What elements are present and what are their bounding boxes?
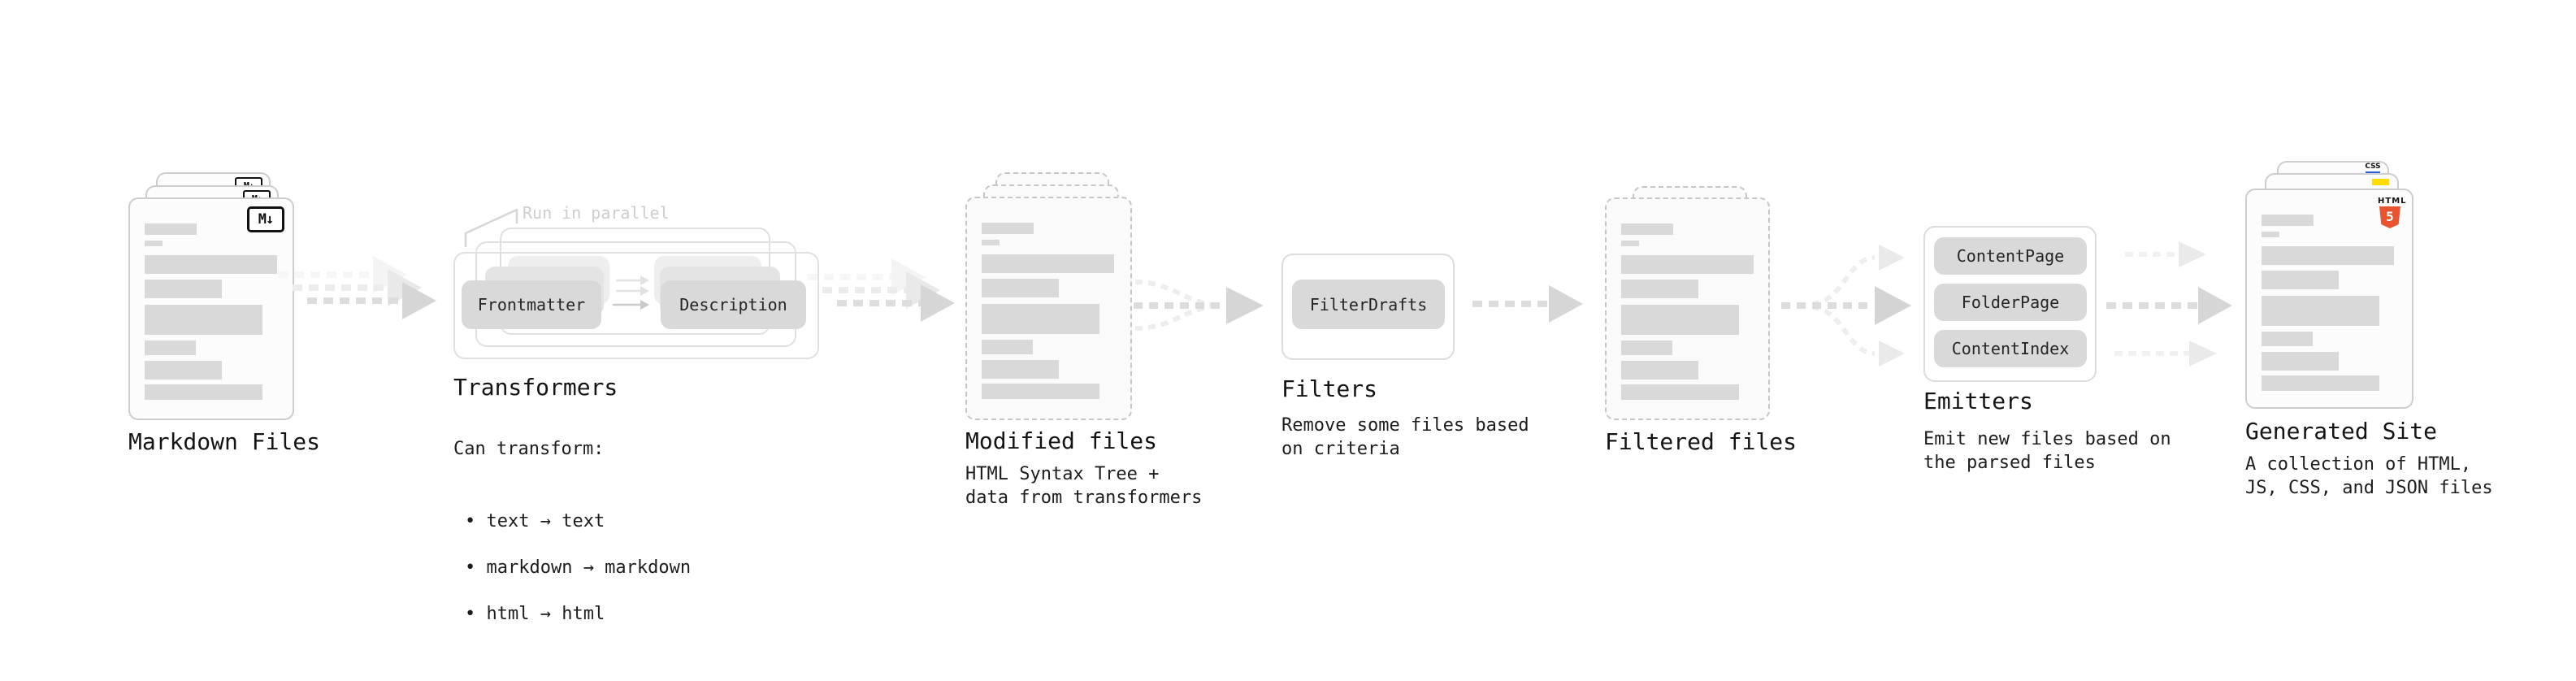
text-line-placeholder bbox=[1621, 241, 1639, 246]
text-line-placeholder bbox=[1621, 223, 1673, 235]
text-line-placeholder bbox=[145, 361, 222, 380]
text-line-placeholder bbox=[982, 240, 1000, 245]
document bbox=[1605, 197, 1770, 420]
text-line-placeholder bbox=[2262, 296, 2379, 326]
run-in-parallel-annotation: Run in parallel bbox=[523, 203, 670, 223]
html5-icon-shield: 5 bbox=[2379, 206, 2400, 228]
flow-arrow-filtered-to-emitters bbox=[1781, 245, 1911, 367]
text-line-placeholder bbox=[2262, 375, 2379, 391]
markdown-icon: M↓ bbox=[247, 206, 284, 232]
text-line-placeholder bbox=[145, 305, 262, 335]
text-line-placeholder bbox=[982, 340, 1033, 354]
text-line-placeholder bbox=[1621, 280, 1698, 298]
text-line-placeholder bbox=[1621, 384, 1739, 400]
doc-content-placeholder bbox=[145, 223, 278, 400]
node-description: Description bbox=[661, 280, 806, 329]
bullet-item: • markdown → markdown bbox=[465, 557, 692, 578]
css-icon-label: CSS bbox=[2365, 163, 2381, 171]
document bbox=[965, 197, 1132, 420]
stage-label-emitters: Emitters bbox=[1923, 388, 2033, 414]
text-line-placeholder bbox=[982, 254, 1114, 273]
html5-icon-label: HTML bbox=[2378, 197, 2407, 206]
transformers-description: Can transform: • text → text • markdown … bbox=[453, 414, 691, 673]
stage-label-filters: Filters bbox=[1281, 375, 1378, 402]
text-line-placeholder bbox=[982, 304, 1099, 334]
filters-description: Remove some files based on criteria bbox=[1281, 415, 1529, 459]
filters-panel bbox=[1281, 254, 1455, 360]
text-line-placeholder bbox=[1621, 340, 1672, 355]
text-line-placeholder bbox=[2262, 271, 2339, 289]
text-line-placeholder bbox=[2262, 232, 2279, 237]
flow-arrow-modified-to-filters bbox=[1134, 280, 1264, 331]
node-contentindex: ContentIndex bbox=[1934, 330, 2087, 367]
js-icon bbox=[2372, 179, 2389, 185]
text-line-placeholder bbox=[145, 241, 163, 246]
text-line-placeholder bbox=[145, 255, 277, 274]
text-line-placeholder bbox=[2262, 215, 2314, 226]
text-line-placeholder bbox=[145, 223, 197, 235]
text-line-placeholder bbox=[982, 360, 1059, 379]
text-line-placeholder bbox=[1621, 255, 1754, 274]
parallel-arrows-icon bbox=[613, 275, 649, 310]
emitters-description: Emit new files based on the parsed files bbox=[1923, 429, 2171, 473]
text-line-placeholder bbox=[145, 340, 196, 355]
node-folderpage: FolderPage bbox=[1934, 284, 2087, 321]
html5-icon: HTML 5 bbox=[2378, 197, 2407, 228]
bullet-item: • text → text bbox=[465, 511, 605, 531]
text-line-placeholder bbox=[2262, 332, 2313, 346]
stage-label-markdown-files: Markdown Files bbox=[128, 428, 321, 455]
node-frontmatter: Frontmatter bbox=[462, 280, 601, 329]
text-line-placeholder bbox=[2262, 246, 2394, 265]
transformer-card-front bbox=[453, 252, 819, 359]
doc-content-placeholder bbox=[982, 223, 1116, 399]
node-filterdrafts: FilterDrafts bbox=[1292, 280, 1445, 329]
stage-label-modified-files: Modified files bbox=[965, 427, 1158, 454]
text-line-placeholder bbox=[982, 223, 1034, 234]
text-line-placeholder bbox=[1621, 305, 1739, 335]
text-line-placeholder bbox=[982, 279, 1059, 297]
annotation-connector-line bbox=[464, 208, 518, 248]
can-transform-title: Can transform: bbox=[453, 439, 605, 459]
bullet-item: • html → html bbox=[465, 604, 605, 624]
transform-bullet-list: • text → text • markdown → markdown • ht… bbox=[453, 487, 691, 649]
stage-label-transformers: Transformers bbox=[453, 374, 618, 401]
document: M↓ bbox=[128, 197, 294, 420]
text-line-placeholder bbox=[2262, 352, 2339, 371]
text-line-placeholder bbox=[1621, 361, 1698, 380]
text-line-placeholder bbox=[145, 384, 262, 400]
modified-files-description: HTML Syntax Tree + data from transformer… bbox=[965, 464, 1203, 508]
emitters-panel bbox=[1923, 226, 2097, 382]
document: HTML 5 bbox=[2245, 189, 2413, 409]
doc-content-placeholder bbox=[1621, 223, 1754, 400]
stage-label-filtered-files: Filtered files bbox=[1605, 428, 1798, 455]
node-contentpage: ContentPage bbox=[1934, 237, 2087, 275]
stage-label-generated-site: Generated Site bbox=[2245, 418, 2438, 445]
generated-site-description: A collection of HTML, JS, CSS, and JSON … bbox=[2245, 454, 2493, 498]
doc-content-placeholder bbox=[2262, 215, 2397, 391]
text-line-placeholder bbox=[145, 280, 222, 298]
text-line-placeholder bbox=[982, 384, 1099, 399]
